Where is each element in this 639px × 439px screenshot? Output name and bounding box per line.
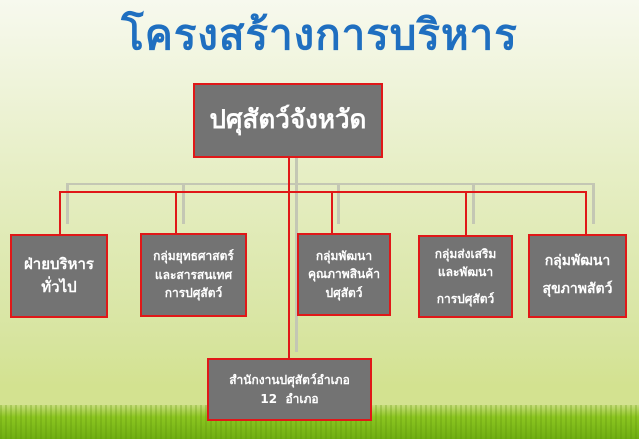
node-label-line: ทั่วไป — [41, 278, 77, 296]
node-label-line: และพัฒนา — [437, 265, 494, 280]
connector-drop — [585, 191, 587, 234]
connector-shadow-drop — [182, 184, 185, 224]
connector-drop — [465, 191, 467, 235]
connector-shadow-horizontal — [66, 183, 595, 185]
connector-shadow-drop — [66, 184, 69, 224]
connector-shadow-drop — [472, 184, 475, 224]
connector-shadow-drop — [592, 184, 595, 224]
node-label-line: คุณภาพสินค้า — [307, 267, 380, 282]
node-label-line: กลุ่มยุทธศาสตร์ — [153, 249, 234, 264]
node-label-line: กลุ่มพัฒนา — [544, 253, 611, 270]
connector-drop — [331, 191, 333, 233]
connector-drop — [175, 191, 177, 233]
node-label-line: 12 อำเภอ — [260, 391, 319, 406]
node-label-line: การปศุสัตว์ — [164, 286, 223, 301]
page-title: โครงสร้างการบริหาร — [121, 10, 518, 59]
node-label-line: กลุ่มพัฒนา — [315, 248, 373, 263]
connector-horizontal — [59, 191, 587, 193]
node-livestock-promotion: กลุ่มส่งเสริม และพัฒนา การปศุสัตว์ — [418, 235, 513, 318]
root-node-label: ปศุสัตว์จังหวัด — [209, 105, 367, 136]
root-node-provincial-livestock: ปศุสัตว์จังหวัด — [193, 83, 383, 158]
node-district-offices: สำนักงานปศุสัตว์อำเภอ 12 อำเภอ — [207, 358, 372, 421]
node-label-line: สำนักงานปศุสัตว์อำเภอ — [229, 372, 350, 387]
node-label-line: ปศุสัตว์ — [325, 285, 363, 300]
node-label-line: และสารสนเทศ — [154, 267, 233, 282]
connector-trunk — [288, 157, 290, 359]
node-animal-health: กลุ่มพัฒนา สุขภาพสัตว์ — [528, 234, 627, 318]
connector-drop — [59, 191, 61, 234]
node-product-quality: กลุ่มพัฒนา คุณภาพสินค้า ปศุสัตว์ — [297, 233, 391, 316]
node-label-line: สุขภาพสัตว์ — [542, 281, 613, 297]
node-label-line: กลุ่มส่งเสริม — [434, 246, 497, 261]
node-general-administration: ฝ่ายบริหาร ทั่วไป — [10, 234, 108, 318]
node-strategy-information: กลุ่มยุทธศาสตร์ และสารสนเทศ การปศุสัตว์ — [140, 233, 247, 317]
connector-shadow-drop — [337, 184, 340, 224]
node-label-line: ฝ่ายบริหาร — [24, 254, 94, 273]
node-label-line: การปศุสัตว์ — [436, 291, 495, 306]
connector-shadow-trunk — [295, 157, 298, 352]
